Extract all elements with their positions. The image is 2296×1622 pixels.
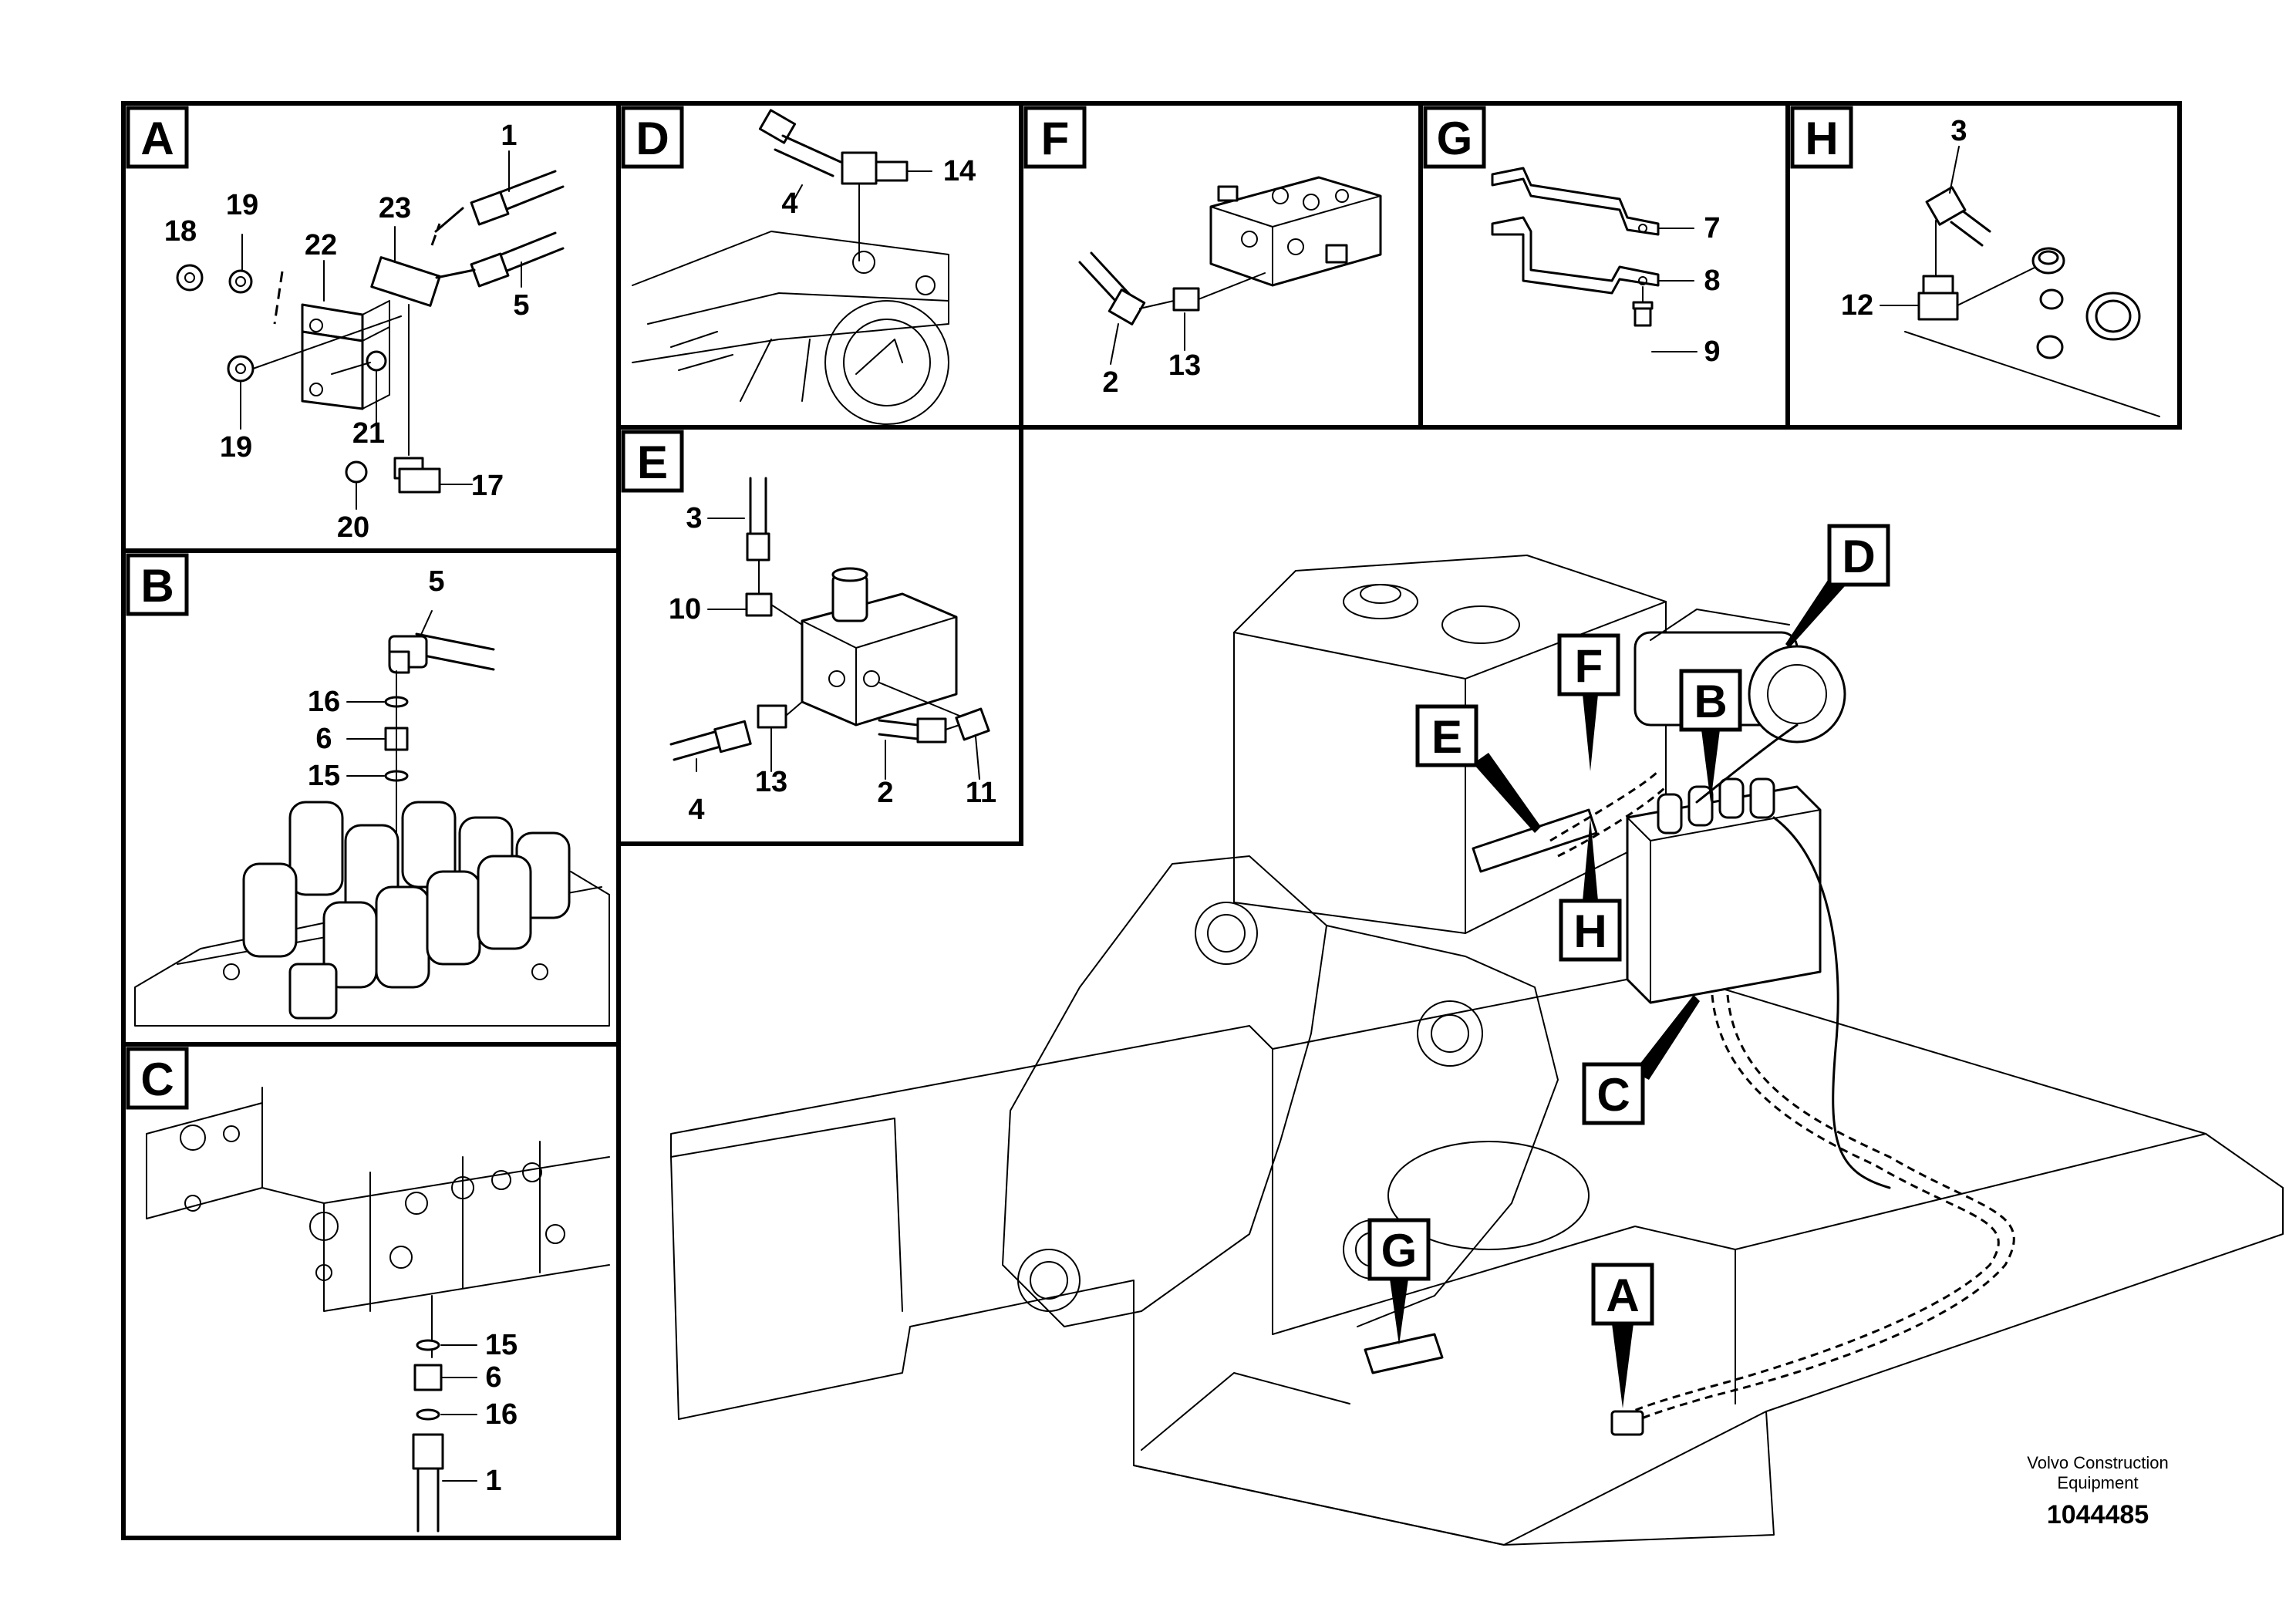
svg-text:D: D: [636, 113, 669, 164]
drawing-number: 1044485: [2046, 1500, 2149, 1529]
callout-a: A: [1591, 1263, 1654, 1408]
svg-text:11: 11: [966, 777, 996, 809]
svg-text:16: 16: [308, 686, 340, 718]
svg-text:C: C: [140, 1054, 174, 1105]
svg-text:7: 7: [1704, 212, 1720, 244]
panel-h-letter: H: [1790, 106, 1853, 169]
svg-text:16: 16: [485, 1398, 518, 1431]
brand-line-1: Volvo Construction: [2027, 1453, 2169, 1472]
callout-g: G: [1367, 1218, 1431, 1345]
svg-text:4: 4: [781, 187, 797, 220]
svg-text:4: 4: [688, 794, 704, 826]
svg-text:17: 17: [471, 470, 504, 502]
callout-e: E: [1415, 704, 1541, 833]
panel-d-letter: D: [621, 106, 684, 169]
svg-text:2: 2: [877, 777, 893, 809]
svg-text:3: 3: [1950, 115, 1967, 147]
svg-text:23: 23: [379, 192, 411, 224]
svg-text:14: 14: [943, 155, 976, 187]
svg-text:B: B: [140, 560, 174, 612]
panel-h-frame: [1785, 101, 2182, 430]
svg-text:F: F: [1041, 113, 1070, 164]
panel-c-frame: [121, 1042, 621, 1540]
callout-f: F: [1557, 633, 1620, 771]
panel-f-letter: F: [1023, 106, 1087, 169]
svg-text:22: 22: [305, 229, 337, 261]
svg-text:G: G: [1381, 1225, 1418, 1276]
svg-text:19: 19: [226, 189, 258, 221]
svg-text:10: 10: [669, 593, 701, 626]
panel-c-letter: C: [126, 1047, 189, 1110]
panel-letters: A B C D E F G H: [126, 106, 1853, 1110]
panel-e-letter: E: [621, 430, 684, 493]
svg-text:H: H: [1805, 113, 1838, 164]
solenoid-row-front: [242, 855, 532, 1020]
svg-text:12: 12: [1841, 289, 1873, 322]
svg-text:E: E: [637, 437, 668, 488]
svg-text:6: 6: [485, 1361, 501, 1394]
svg-text:F: F: [1575, 640, 1603, 692]
svg-text:B: B: [1694, 676, 1727, 727]
svg-text:G: G: [1437, 113, 1473, 164]
svg-text:18: 18: [164, 215, 197, 248]
svg-text:1: 1: [501, 120, 517, 152]
svg-text:H: H: [1573, 905, 1607, 957]
svg-text:5: 5: [428, 565, 444, 598]
panel-a-detail: 1 18 19 23 22 5 19 21 17 20: [164, 120, 565, 544]
svg-text:6: 6: [315, 723, 332, 755]
callout-c: C: [1582, 995, 1700, 1125]
svg-text:2: 2: [1102, 366, 1118, 399]
brand-line-2: Equipment: [2057, 1473, 2139, 1492]
svg-text:9: 9: [1704, 336, 1720, 368]
callout-h: H: [1559, 818, 1622, 962]
panel-frames: [121, 101, 2182, 1540]
svg-text:1: 1: [485, 1465, 501, 1497]
panel-g-letter: G: [1423, 106, 1486, 169]
svg-text:13: 13: [1168, 349, 1201, 382]
main-assembly-view: [670, 555, 2284, 1546]
callout-d: D: [1785, 524, 1890, 648]
svg-text:D: D: [1842, 531, 1875, 582]
panel-f-detail: 2 13: [1078, 176, 1382, 399]
svg-text:3: 3: [686, 502, 702, 534]
panel-h-detail: 3 12: [1841, 115, 2160, 417]
panel-g-detail: 7 8 9: [1491, 167, 1721, 368]
svg-text:E: E: [1431, 711, 1462, 763]
svg-text:A: A: [1606, 1270, 1639, 1321]
brand-block: Volvo Construction Equipment 1044485: [1982, 1453, 2213, 1532]
svg-text:A: A: [140, 113, 174, 164]
panel-e-detail: 3 10 4 13 2 11: [669, 477, 996, 826]
svg-text:8: 8: [1704, 265, 1720, 297]
svg-text:21: 21: [352, 417, 385, 450]
panel-c-detail: 15 6 16 1: [146, 1087, 610, 1533]
callouts: D F B E H C: [1367, 524, 1890, 1408]
panel-b-detail: 5 16 6 15: [134, 565, 610, 1027]
panel-a-letter: A: [126, 106, 189, 169]
panel-d-detail: 14 4: [632, 109, 976, 425]
svg-text:5: 5: [513, 289, 529, 322]
svg-text:15: 15: [485, 1329, 518, 1361]
callout-b: B: [1679, 669, 1742, 802]
svg-text:15: 15: [308, 760, 340, 792]
svg-text:19: 19: [220, 431, 252, 464]
panel-b-letter: B: [126, 553, 189, 616]
svg-text:20: 20: [337, 511, 369, 544]
panel-e-frame: [616, 425, 1023, 846]
svg-text:13: 13: [755, 766, 787, 798]
svg-text:C: C: [1596, 1069, 1630, 1121]
